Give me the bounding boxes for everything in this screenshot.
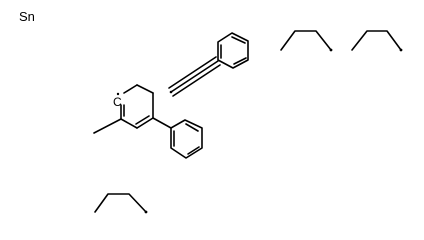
molecular-structure-drawing: C — [93, 30, 403, 214]
structure-canvas: Sn C — [19, 9, 403, 214]
methyl-bond — [93, 118, 122, 134]
ring-carbon-label: C — [113, 95, 122, 109]
central-ring — [120, 84, 154, 129]
carbon-radical-dot — [116, 92, 120, 96]
alkyne-bond — [168, 56, 221, 97]
ring-radical-dot — [169, 90, 173, 94]
butyl-chain-3 — [94, 193, 148, 214]
phenyl-ring-lower — [152, 117, 203, 159]
butyl-chain-2 — [351, 30, 403, 52]
phenyl-ring-alkyne — [217, 32, 249, 69]
butyl-chain-1 — [280, 30, 333, 52]
tin-atom-label: Sn — [19, 9, 35, 24]
